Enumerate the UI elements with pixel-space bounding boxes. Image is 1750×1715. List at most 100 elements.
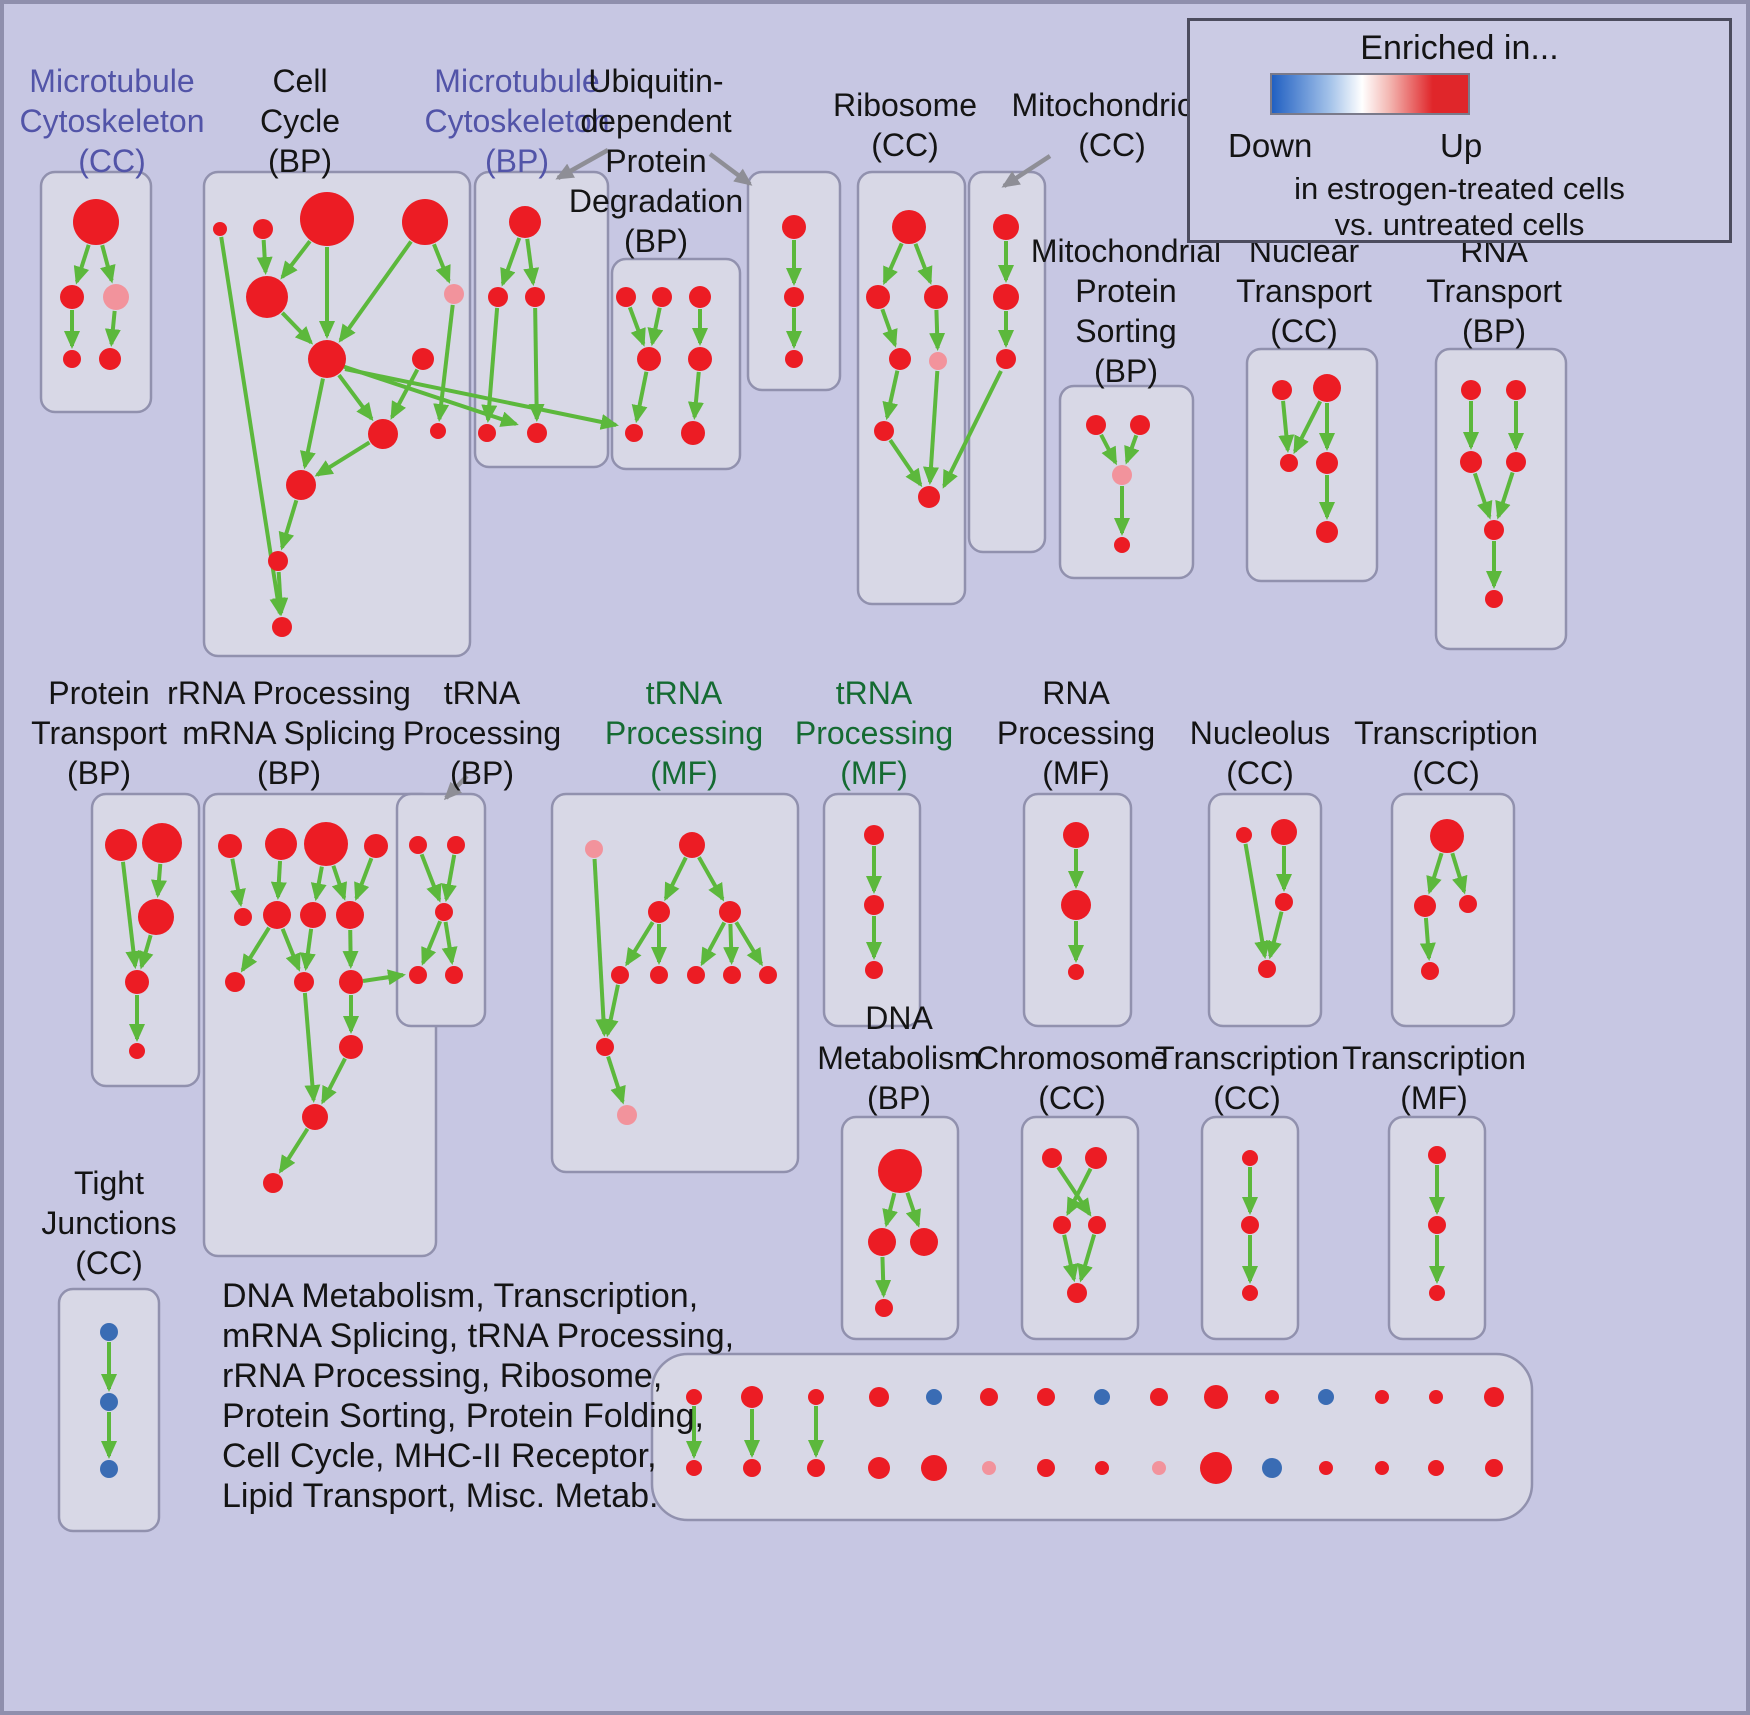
edge-arrow <box>151 863 167 899</box>
edge-arrow <box>432 243 451 284</box>
go-term-node-red <box>63 350 81 368</box>
go-term-node-red <box>1037 1459 1055 1477</box>
go-term-node-red <box>611 966 629 984</box>
go-term-node-red <box>1428 1460 1444 1476</box>
edge-arrow <box>354 857 374 901</box>
go-term-node-red <box>339 970 363 994</box>
go-term-node-red <box>1506 380 1526 400</box>
go-term-node-red <box>263 901 291 929</box>
edge-arrow <box>314 440 371 477</box>
go-term-node-red <box>1421 962 1439 980</box>
go-term-node-red <box>447 836 465 854</box>
edge-arrow <box>625 921 655 967</box>
edge-arrow <box>882 242 904 286</box>
go-term-node-blue <box>100 1393 118 1411</box>
go-term-node-red <box>921 1455 947 1481</box>
go-term-node-red <box>993 284 1019 310</box>
edge-arrow <box>320 1057 347 1105</box>
go-term-node-red <box>1271 819 1297 845</box>
go-term-node-red <box>1414 895 1436 917</box>
go-term-node-red <box>1313 374 1341 402</box>
go-term-node-red <box>868 1228 896 1256</box>
annotation-arrow <box>708 152 753 186</box>
go-term-node-red <box>679 832 705 858</box>
go-term-node-red <box>1485 590 1503 608</box>
edge-arrow <box>882 1192 898 1228</box>
edge-arrow <box>602 984 620 1038</box>
go-term-node-red <box>1068 964 1084 980</box>
edge-arrow <box>1124 434 1140 465</box>
edge-arrow <box>278 1127 310 1174</box>
go-term-node-red <box>1061 890 1091 920</box>
edge-arrow <box>256 239 273 276</box>
edge-arrow <box>663 856 688 902</box>
edge-arrow <box>73 244 91 285</box>
go-term-node-red <box>1429 1390 1443 1404</box>
go-term-node-red <box>782 215 806 239</box>
go-term-node-red <box>1037 1388 1055 1406</box>
go-term-node-red <box>1319 1461 1333 1475</box>
go-term-node-red <box>808 1389 824 1405</box>
edge-arrow <box>1419 917 1436 962</box>
go-term-node-red <box>218 834 242 858</box>
go-term-node-red <box>509 206 541 238</box>
go-term-node-red <box>336 901 364 929</box>
go-term-node-red <box>996 349 1016 369</box>
go-term-node-red <box>1272 380 1292 400</box>
edge-arrow <box>240 926 271 973</box>
go-term-node-red <box>1242 1285 1258 1301</box>
edge-arrow <box>700 921 727 967</box>
go-term-node-red <box>1428 1146 1446 1164</box>
edge-arrow <box>441 854 457 903</box>
go-term-node-red <box>625 424 643 442</box>
edge-arrow <box>1450 852 1468 895</box>
go-term-node-red <box>596 1038 614 1056</box>
edge-arrow <box>631 371 649 424</box>
edge-arrow <box>270 860 287 901</box>
go-term-node-red <box>339 1035 363 1059</box>
go-term-node-pink <box>1152 1461 1166 1475</box>
go-term-node-blue <box>926 1389 942 1405</box>
go-term-node-red <box>1485 1459 1503 1477</box>
go-term-node-pink <box>982 1461 996 1475</box>
group-box-dna-metabolism-bp <box>840 1115 960 1341</box>
go-term-node-red <box>918 486 940 508</box>
go-term-node-red <box>723 966 741 984</box>
go-term-node-red <box>686 1460 702 1476</box>
go-term-node-blue <box>100 1460 118 1478</box>
edge-arrow <box>481 307 500 424</box>
go-term-node-red <box>409 966 427 984</box>
go-term-node-red <box>488 287 508 307</box>
go-term-node-red <box>681 421 705 445</box>
go-term-node-red <box>719 901 741 923</box>
edge-arrow <box>219 236 286 617</box>
go-term-node-red <box>924 285 948 309</box>
go-term-node-red <box>1042 1148 1062 1168</box>
edge-arrow <box>1472 472 1493 520</box>
edge-arrow <box>310 866 327 902</box>
go-term-node-red <box>874 421 894 441</box>
edge-arrow <box>280 928 301 972</box>
go-term-node-red <box>1275 893 1293 911</box>
legend-up-label: Up <box>1440 127 1483 164</box>
go-term-node-red <box>741 1386 763 1408</box>
edge-arrow <box>500 237 522 287</box>
go-term-node-red <box>527 423 547 443</box>
go-term-node-red <box>869 1387 889 1407</box>
edge-arrow <box>342 929 359 970</box>
go-term-node-red <box>412 348 434 370</box>
caption-line-4: Protein Sorting, Protein Folding, <box>222 1397 704 1435</box>
go-term-node-red <box>1150 1388 1168 1406</box>
go-term-node-red <box>866 285 890 309</box>
go-term-node-red <box>105 829 137 861</box>
legend-down-label: Down <box>1228 127 1313 164</box>
group-label-transcription-cc-1: Transcription(CC) <box>1354 715 1538 791</box>
go-term-node-red <box>889 348 911 370</box>
go-term-node-red <box>1085 1147 1107 1169</box>
